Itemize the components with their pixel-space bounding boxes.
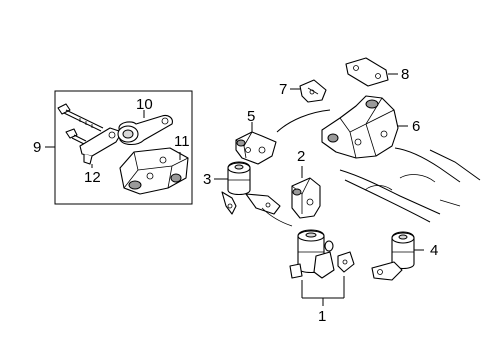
short-bolt: [65, 128, 87, 145]
engine-outline: [276, 109, 481, 223]
bracket-part-12: [79, 127, 123, 165]
callout-6: 6: [412, 118, 420, 135]
callout-labels: 1 2 3 4 5 6 7 8 9 10 11 12: [33, 66, 438, 325]
bracket-part-5: [235, 122, 277, 165]
mount-part-3: [214, 161, 293, 227]
mount-assembly-part-1: [289, 229, 355, 306]
bracket-part-6: [321, 95, 408, 159]
callout-2: 2: [297, 148, 305, 165]
callout-5: 5: [247, 108, 255, 125]
bracket-part-2: [291, 166, 321, 219]
callout-9: 9: [33, 139, 41, 156]
bracket-part-7: [290, 79, 327, 103]
mount-part-10: [117, 110, 173, 146]
callout-7: 7: [279, 81, 287, 98]
callout-1: 1: [318, 308, 326, 325]
callout-3: 3: [203, 171, 211, 188]
callout-11: 11: [174, 133, 190, 150]
callout-10: 10: [136, 96, 153, 113]
long-bolt: [57, 103, 104, 132]
mount-part-4: [371, 231, 424, 281]
bracket-part-11: [119, 147, 189, 195]
plate-part-8: [345, 57, 398, 87]
callout-4: 4: [430, 242, 438, 259]
callout-12: 12: [84, 169, 101, 186]
callout-8: 8: [401, 66, 409, 83]
inset-group: [45, 90, 193, 205]
